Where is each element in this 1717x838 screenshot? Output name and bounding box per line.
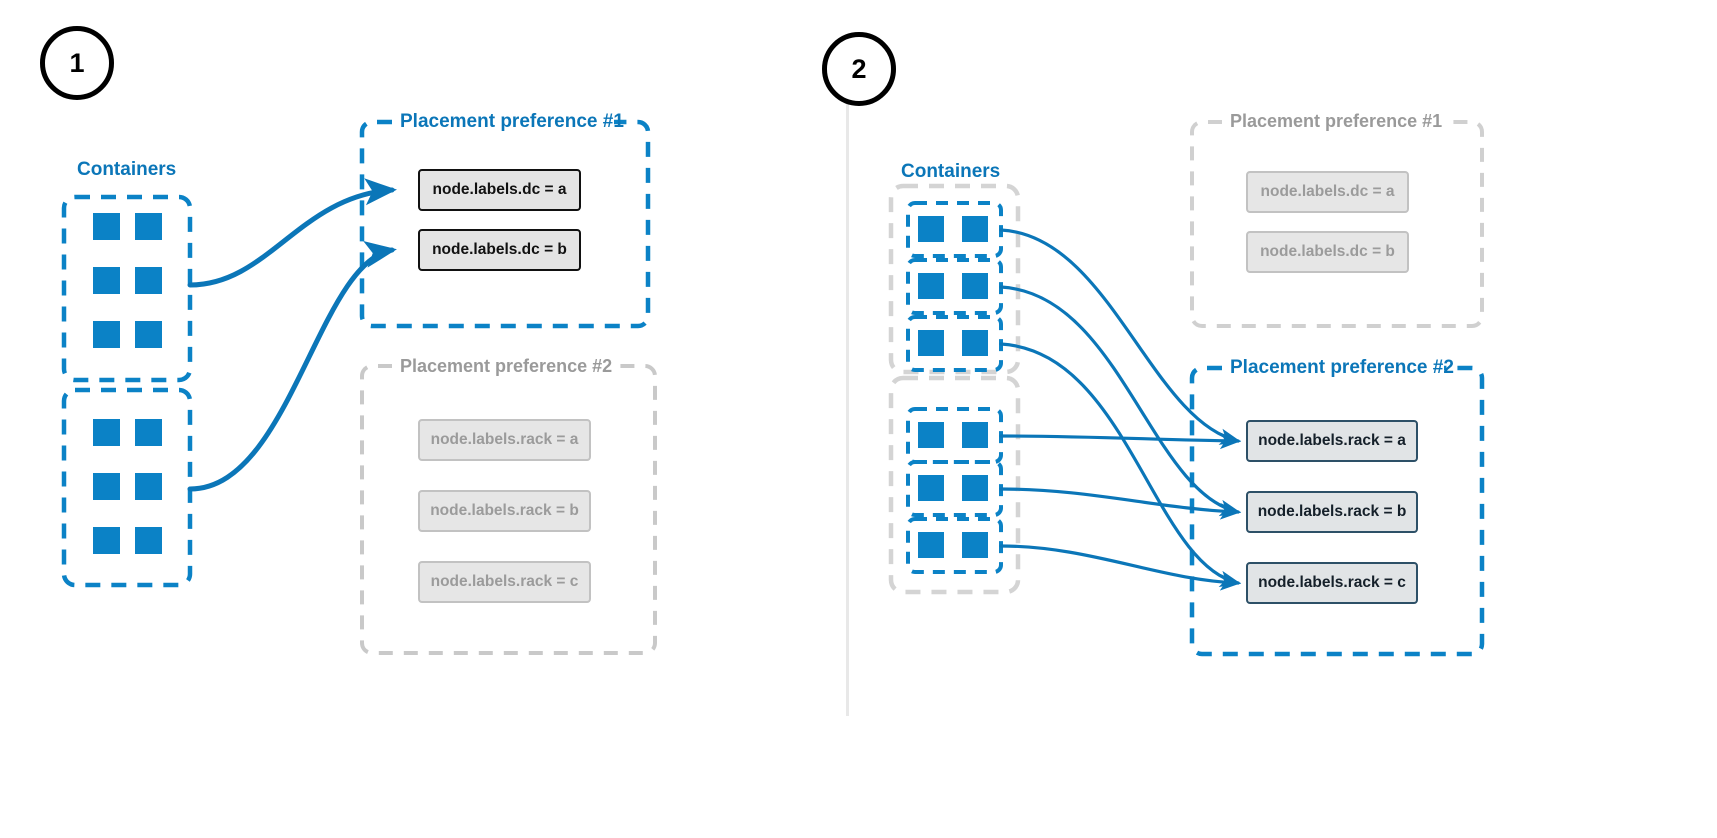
container-square	[962, 330, 988, 356]
p1-arrow-to-dc-a	[187, 178, 397, 288]
p1-pref1-frame	[359, 119, 651, 329]
p2-outer-frames	[888, 183, 1021, 595]
container-square	[93, 321, 120, 348]
p1-pref1-target-0[interactable]: node.labels.dc = a	[418, 169, 581, 211]
p1-arrow-to-dc-b	[187, 241, 397, 492]
p2-arrow-r6-to-rack-c	[999, 544, 1242, 591]
container-square	[135, 527, 162, 554]
container-square	[135, 267, 162, 294]
step-badge-1-label: 1	[69, 47, 85, 78]
p1-pref1-title: Placement preference #1	[400, 111, 624, 132]
p2-arrows	[999, 228, 1242, 591]
p2-containers-label: Containers	[901, 161, 1001, 182]
container-square	[135, 321, 162, 348]
container-square	[918, 330, 944, 356]
p2-pref1-frame	[1190, 120, 1484, 328]
p2-pref2-target-2[interactable]: node.labels.rack = c	[1246, 562, 1418, 604]
p1-container-frames	[61, 194, 193, 588]
p1-pref1-target-1[interactable]: node.labels.dc = b	[418, 229, 581, 271]
p1-pref2-target-0[interactable]: node.labels.rack = a	[418, 419, 591, 461]
container-square	[918, 273, 944, 299]
p2-arrow-r2-to-rack-b	[999, 285, 1242, 517]
p2-arrow-r5-to-rack-b	[999, 487, 1242, 520]
p2-row-frames	[906, 201, 1003, 574]
container-square	[918, 475, 944, 501]
container-square	[918, 422, 944, 448]
p2-pref1-target-0[interactable]: node.labels.dc = a	[1246, 171, 1409, 213]
container-square	[962, 422, 988, 448]
container-square	[962, 273, 988, 299]
p1-pref2-target-2[interactable]: node.labels.rack = c	[418, 561, 591, 603]
container-square	[93, 213, 120, 240]
container-square	[93, 267, 120, 294]
p1-arrows	[187, 178, 397, 492]
p1-pref2-title: Placement preference #2	[400, 356, 613, 376]
container-square	[93, 527, 120, 554]
container-square	[918, 532, 944, 558]
panel-divider	[846, 48, 849, 716]
container-square	[135, 473, 162, 500]
container-square	[135, 213, 162, 240]
container-square	[962, 216, 988, 242]
container-square	[918, 216, 944, 242]
p2-arrow-r1-to-rack-a	[999, 228, 1242, 445]
p2-pref2-target-0[interactable]: node.labels.rack = a	[1246, 420, 1418, 462]
p2-arrow-r4-to-rack-a	[999, 432, 1242, 450]
p2-pref2-target-1[interactable]: node.labels.rack = b	[1246, 491, 1418, 533]
step-badge-2: 2	[822, 32, 896, 106]
step-badge-2-label: 2	[851, 53, 867, 84]
p2-pref1-target-1[interactable]: node.labels.dc = b	[1246, 231, 1409, 273]
p2-pref2-title: Placement preference #2	[1230, 357, 1454, 378]
container-square	[962, 532, 988, 558]
p1-pref2-target-1[interactable]: node.labels.rack = b	[418, 490, 591, 532]
container-square	[962, 475, 988, 501]
p2-pref1-title: Placement preference #1	[1230, 111, 1443, 131]
container-square	[93, 473, 120, 500]
container-square	[93, 419, 120, 446]
container-square	[135, 419, 162, 446]
step-badge-1: 1	[40, 26, 114, 100]
p2-arrow-r3-to-rack-c	[999, 342, 1242, 588]
p1-containers-label: Containers	[77, 159, 177, 180]
